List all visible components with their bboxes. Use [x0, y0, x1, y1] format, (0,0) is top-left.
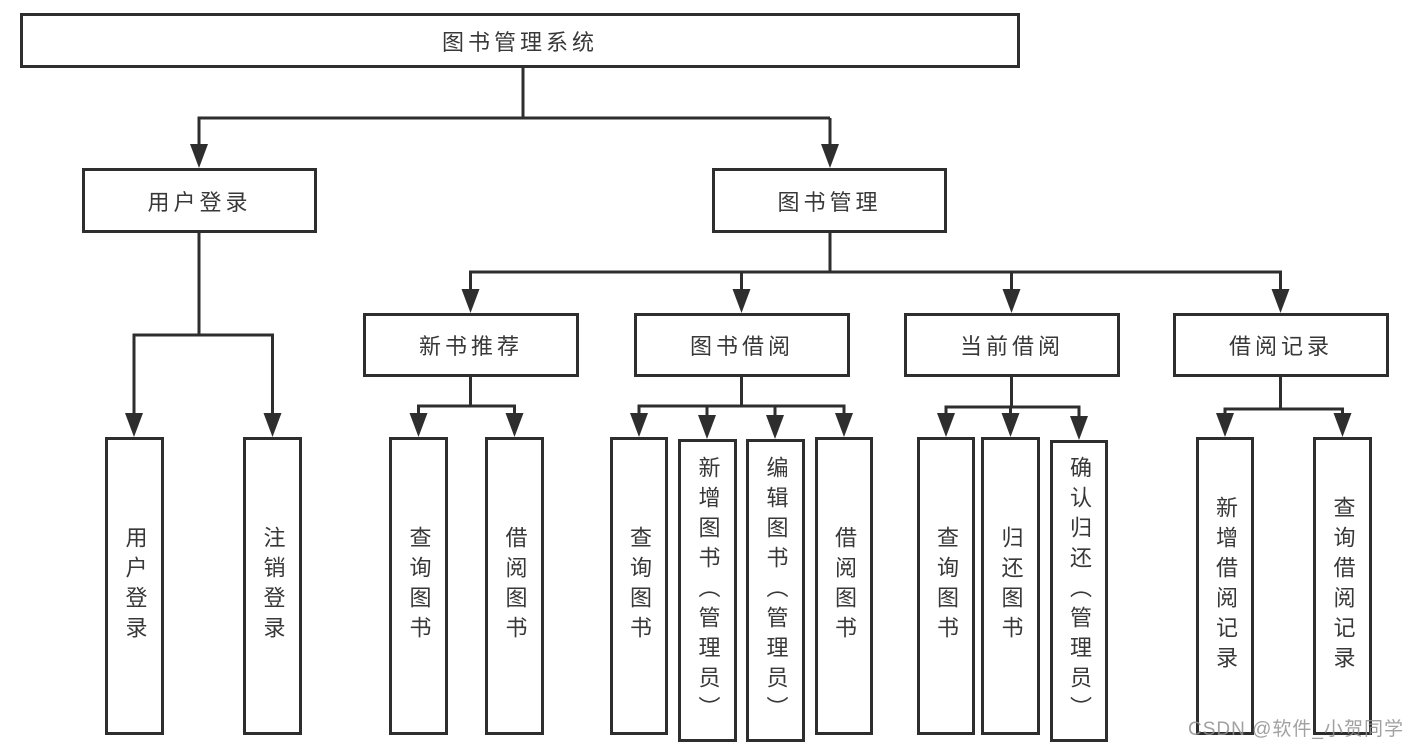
connector-book-mgmt-to-level3	[469, 233, 1282, 295]
leaf-return-books: 归还图书	[981, 437, 1040, 735]
csdn-watermark: CSDN @软件_小贺同学	[1188, 719, 1404, 740]
leaf-add-books-admin: 新增图书（管理员）	[678, 439, 737, 742]
connector-book-borrow-children	[637, 377, 846, 421]
node-book-management: 图书管理	[712, 168, 947, 233]
node-user-login: 用户登录	[82, 168, 317, 233]
node-library-management-system: 图书管理系统	[20, 13, 1020, 68]
leaf-query-books-current: 查询图书	[917, 437, 975, 735]
leaf-query-borrow-record: 查询借阅记录	[1313, 437, 1372, 735]
connector-root-to-level2	[197, 68, 832, 150]
node-current-borrowing: 当前借阅	[904, 313, 1120, 377]
leaf-add-borrow-record: 新增借阅记录	[1196, 437, 1254, 735]
leaf-user-login: 用户登录	[105, 437, 164, 735]
leaf-borrow-books-borrowing: 借阅图书	[815, 437, 873, 735]
node-new-book-recommend: 新书推荐	[363, 313, 579, 377]
leaf-query-books-recommend: 查询图书	[389, 437, 448, 735]
connector-new-book-rec-children	[417, 377, 516, 419]
leaf-logout-login: 注销登录	[243, 437, 302, 735]
leaf-query-books-borrowing: 查询图书	[610, 437, 668, 735]
node-borrowing-records: 借阅记录	[1173, 313, 1389, 377]
leaf-confirm-return-admin: 确认归还（管理员）	[1050, 440, 1108, 742]
leaf-borrow-books-recommend: 借阅图书	[485, 437, 544, 735]
connector-borrow-record-children	[1223, 377, 1344, 419]
arrowheads	[125, 144, 1352, 440]
node-book-borrowing: 图书借阅	[634, 313, 850, 377]
leaf-edit-books-admin: 编辑图书（管理员）	[746, 439, 805, 742]
connector-user-login-children	[132, 233, 274, 419]
